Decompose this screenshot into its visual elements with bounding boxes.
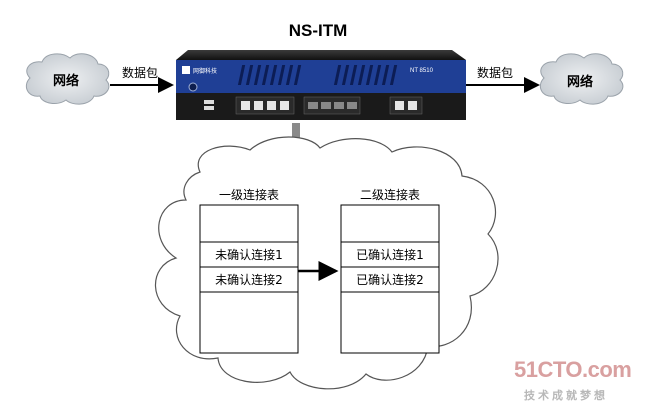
watermark-slogan: 技术成就梦想 — [524, 388, 608, 402]
left-packet-label: 数据包 — [122, 65, 158, 80]
watermark-brand: 51CTO.com — [514, 357, 631, 382]
left-network-label: 网络 — [53, 73, 79, 89]
brand-logo-icon — [182, 66, 190, 74]
watermark: 51CTO.com 技术成就梦想 — [514, 357, 632, 402]
ns-itm-appliance: 网御科技 — [176, 50, 466, 120]
right-packet-label: 数据包 — [477, 65, 513, 80]
left-packet-flow: 数据包 — [110, 65, 174, 93]
power-button-icon — [188, 82, 198, 92]
secondary-table-row: 已确认连接2 — [356, 272, 424, 287]
diagram-title: NS-ITM — [289, 21, 348, 40]
brand-name: 网御科技 — [193, 67, 217, 75]
right-packet-flow: 数据包 — [465, 65, 540, 93]
secondary-table-row: 已确认连接1 — [356, 247, 424, 262]
right-network-cloud: 网络 — [539, 53, 624, 105]
primary-table-header: 一级连接表 — [219, 187, 279, 202]
vent-grille-left — [237, 65, 302, 85]
primary-table-row: 未确认连接1 — [215, 247, 283, 262]
appliance-front-panel — [176, 60, 466, 93]
sfp-ports-group — [303, 96, 361, 115]
ethernet-ports-group2 — [389, 96, 423, 115]
secondary-connection-table: 二级连接表 已确认连接1 已确认连接2 — [340, 187, 440, 354]
primary-connection-table: 一级连接表 未确认连接1 未确认连接2 — [199, 187, 299, 354]
secondary-table-header: 二级连接表 — [360, 187, 420, 202]
vent-grille-right — [333, 65, 398, 85]
appliance-lid — [176, 50, 466, 60]
left-network-cloud: 网络 — [25, 53, 110, 105]
usb-ports — [204, 100, 214, 110]
right-network-label: 网络 — [567, 74, 593, 90]
primary-table-row: 未确认连接2 — [215, 272, 283, 287]
ethernet-ports-group1 — [235, 96, 295, 115]
model-number: NT 8510 — [410, 68, 434, 74]
